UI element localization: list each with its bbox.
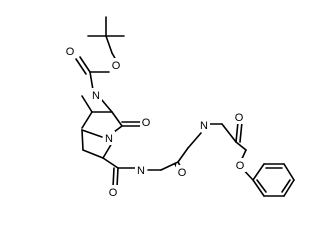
atom-label-carbamate-carbonyl-oxygen: O bbox=[64, 44, 76, 58]
bond bbox=[281, 179, 291, 193]
atom-label-amide-nitrogen-2: N bbox=[198, 118, 210, 132]
atom-label-text: O bbox=[235, 112, 244, 124]
bond bbox=[187, 132, 202, 149]
bond bbox=[111, 111, 123, 127]
bond bbox=[105, 35, 113, 54]
bond bbox=[235, 141, 247, 151]
bond bbox=[81, 129, 84, 151]
bond bbox=[89, 71, 94, 91]
bonds bbox=[75, 16, 295, 197]
bond bbox=[113, 125, 123, 133]
bond bbox=[81, 95, 93, 113]
atom-label-text: O bbox=[66, 46, 75, 58]
atom-label-text: N bbox=[92, 90, 100, 102]
atom-label-proline-nitrogen: N bbox=[103, 131, 115, 145]
bond bbox=[252, 179, 265, 197]
bond bbox=[112, 167, 115, 188]
bond bbox=[81, 111, 93, 129]
bond bbox=[79, 56, 91, 73]
atom-label-carbamate-ester-oxygen: O bbox=[110, 58, 122, 72]
atom-label-ester-benzyl-oxygen: O bbox=[234, 158, 246, 172]
bond bbox=[239, 121, 243, 143]
bond bbox=[283, 163, 295, 181]
bond bbox=[256, 179, 267, 193]
bond bbox=[252, 163, 265, 181]
bond bbox=[102, 142, 113, 159]
atom-label-text: O bbox=[142, 117, 151, 129]
atom-label-valyl-carbonyl-oxygen: O bbox=[140, 115, 152, 129]
bond bbox=[75, 58, 87, 75]
molecule-structure: O O N O N N O N bbox=[64, 16, 295, 199]
bond bbox=[100, 98, 113, 113]
atom-label-text: O bbox=[178, 167, 187, 179]
atom-label-text: O bbox=[236, 160, 245, 172]
bond bbox=[116, 167, 119, 188]
atom-label-text: O bbox=[109, 187, 118, 199]
bond bbox=[81, 129, 103, 138]
atom-label-text: N bbox=[137, 165, 145, 177]
atom-label-ester-carbonyl-oxygen: O bbox=[233, 110, 245, 124]
bond bbox=[221, 123, 237, 143]
bond bbox=[283, 179, 295, 197]
atom-label-text: O bbox=[112, 60, 121, 72]
atom-labels: O O N O N N O N bbox=[64, 44, 246, 199]
bond bbox=[102, 157, 119, 169]
atom-label-amide-nitrogen-1: N bbox=[135, 163, 147, 177]
bond bbox=[82, 149, 104, 159]
atom-label-glycyl-carbonyl-oxygen: O bbox=[176, 165, 188, 179]
bond bbox=[177, 147, 189, 163]
atom-label-prolyl-carbonyl-oxygen: O bbox=[107, 185, 119, 199]
atom-label-text: N bbox=[200, 120, 208, 132]
atom-label-carbamate-nitrogen: N bbox=[90, 88, 102, 102]
atom-label-text: N bbox=[105, 133, 113, 145]
bond bbox=[235, 121, 239, 143]
